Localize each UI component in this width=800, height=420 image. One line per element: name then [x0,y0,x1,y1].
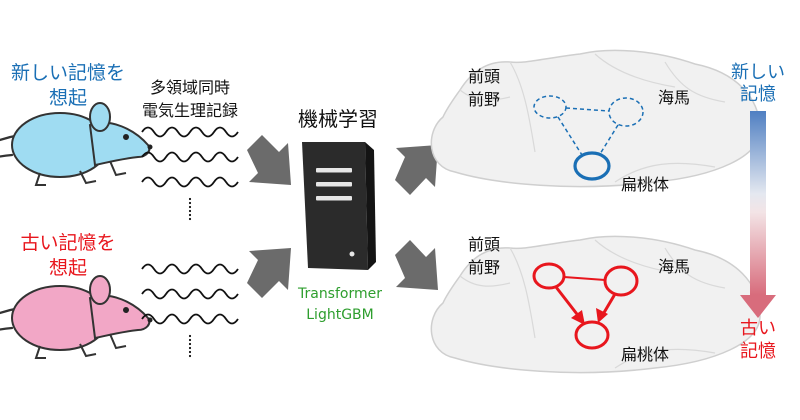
amy-node-remote [574,320,610,350]
server-icon [302,142,376,270]
remote-more-dots [188,334,192,358]
arrowhead-pfc-amy-remote [571,310,585,325]
recent-mouse-icon [0,101,154,187]
arrow-from-server-top [395,145,438,195]
recording-label-line2: 電気生理記録 [142,101,238,120]
pfc-node-remote [532,262,566,290]
recent-more-dots [188,197,192,221]
remote-label-line2: 想起 [49,257,87,279]
hpc-node-recent [608,97,644,127]
pfc-node-recent [533,95,567,119]
recording-label-line1: 多領域同時 [150,78,230,97]
edge-hpc-amy-recent [599,124,619,155]
edge-pfc-hpc-remote [563,276,606,281]
recent-group-label: 新しい記憶を 想起 [11,62,125,109]
remote-pfc-label-2: 前野 [468,258,500,277]
scale-top-line2: 記憶 [740,84,776,105]
remote-pfc-label-1: 前頭 [468,235,500,254]
recent-label-line1: 新しい記憶を [11,62,125,84]
remote-mouse-icon [0,274,154,360]
ml-title: 機械学習 [298,107,378,131]
arrow-to-server-bottom [247,248,291,298]
scale-top-line1: 新しい [731,62,785,83]
remote-label-line1: 古い記憶を [20,232,115,254]
remote-group-label: 古い記憶を 想起 [20,232,115,279]
arrowhead-hpc-amy-remote [596,308,608,323]
network-recent [533,95,644,181]
edge-pfc-hpc-recent [565,107,610,112]
recent-amy-label: 扁桃体 [621,175,669,194]
memory-age-scale-arrow [740,111,776,318]
amy-node-recent [573,151,611,181]
arrow-to-server-top [247,135,291,185]
brain-remote [430,235,761,374]
network-remote [532,262,639,350]
edge-pfc-amy-remote [554,286,582,319]
remote-hpc-label: 海馬 [658,257,690,276]
recent-label-line2: 想起 [49,87,87,109]
hpc-node-remote [603,265,639,297]
scale-bottom-line2: 記憶 [740,341,776,362]
arrow-from-server-bottom [395,240,438,290]
remote-signal-waves [141,263,239,325]
recent-hpc-label: 海馬 [658,88,690,107]
scale-bottom-line1: 古い [740,318,776,339]
edge-pfc-amy-recent [557,116,583,156]
remote-amy-label: 扁桃体 [621,345,669,364]
ml-model-lightgbm: LightGBM [306,307,373,323]
ml-model-transformer: Transformer [297,286,382,302]
recent-pfc-label-2: 前野 [468,90,500,109]
recent-signal-waves [141,126,239,188]
recent-pfc-label-1: 前頭 [468,67,500,86]
